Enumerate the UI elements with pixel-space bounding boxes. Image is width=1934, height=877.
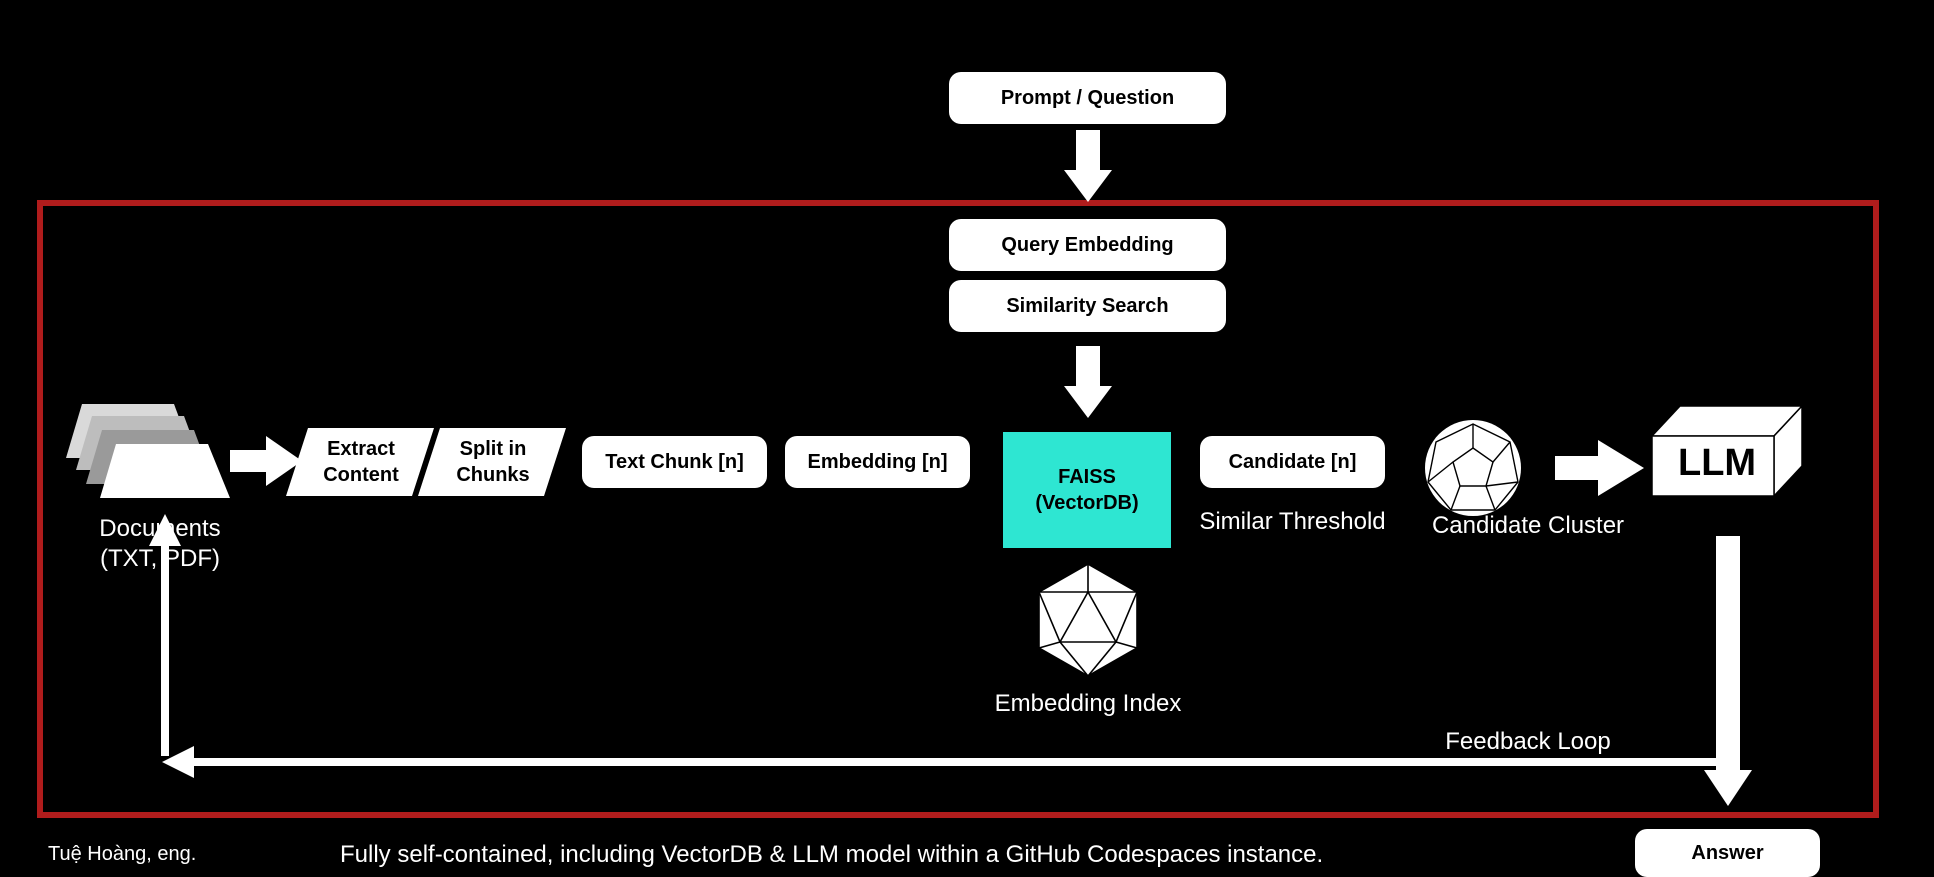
author-text: Tuệ Hoàng, eng. — [48, 843, 197, 865]
candidate-box: Candidate [n] — [1200, 436, 1385, 488]
faiss-line1: FAISS — [1058, 466, 1116, 488]
extract-content-text: Extract Content — [298, 428, 424, 496]
candidate-cluster-label: Candidate Cluster — [1431, 512, 1625, 539]
pipeline-frame — [37, 200, 1879, 818]
arrow-search-down — [1064, 346, 1112, 418]
prompt-box: Prompt / Question — [949, 72, 1226, 124]
extract-shape — [286, 428, 434, 496]
icosahedron-icon — [1038, 563, 1138, 677]
extract-line1: Extract — [327, 438, 395, 460]
split-shape — [418, 428, 566, 496]
query-embedding-box: Query Embedding — [949, 219, 1226, 271]
text-chunk-box: Text Chunk [n] — [582, 436, 767, 488]
arrow-llm-down — [1704, 536, 1752, 806]
arrow-prompt-down — [1064, 130, 1112, 202]
documents-label-line2: (TXT, PDF) — [100, 545, 220, 572]
embedding-index-label: Embedding Index — [994, 690, 1182, 717]
caption-text: Fully self-contained, including VectorDB… — [340, 841, 1324, 868]
answer-box: Answer — [1635, 829, 1820, 877]
feedback-loop-label: Feedback Loop — [1445, 728, 1611, 755]
arrow-cluster-right — [1555, 440, 1644, 496]
faiss-line2: (VectorDB) — [1035, 492, 1139, 514]
arrow-feedback-up — [149, 514, 181, 756]
documents-label-line1: Documents — [99, 515, 221, 542]
similarity-search-box: Similarity Search — [949, 280, 1226, 332]
arrow-docs-right — [230, 436, 302, 486]
faiss-vectordb-box: FAISS (VectorDB) — [1003, 432, 1171, 548]
extract-line2: Content — [323, 464, 399, 486]
arrow-feedback-left — [162, 746, 1716, 778]
llm-label: LLM — [1678, 442, 1757, 484]
documents-label: Documents (TXT, PDF) — [60, 514, 260, 574]
split-line1: Split in — [459, 438, 527, 460]
dodecahedron-icon — [1425, 420, 1521, 516]
documents-stack-icon — [66, 404, 230, 498]
embedding-box: Embedding [n] — [785, 436, 970, 488]
split-line2: Chunks — [456, 464, 530, 486]
similar-threshold-label: Similar Threshold — [1199, 508, 1386, 535]
split-chunks-text: Split in Chunks — [430, 428, 556, 496]
llm-cube-icon — [1650, 404, 1804, 498]
